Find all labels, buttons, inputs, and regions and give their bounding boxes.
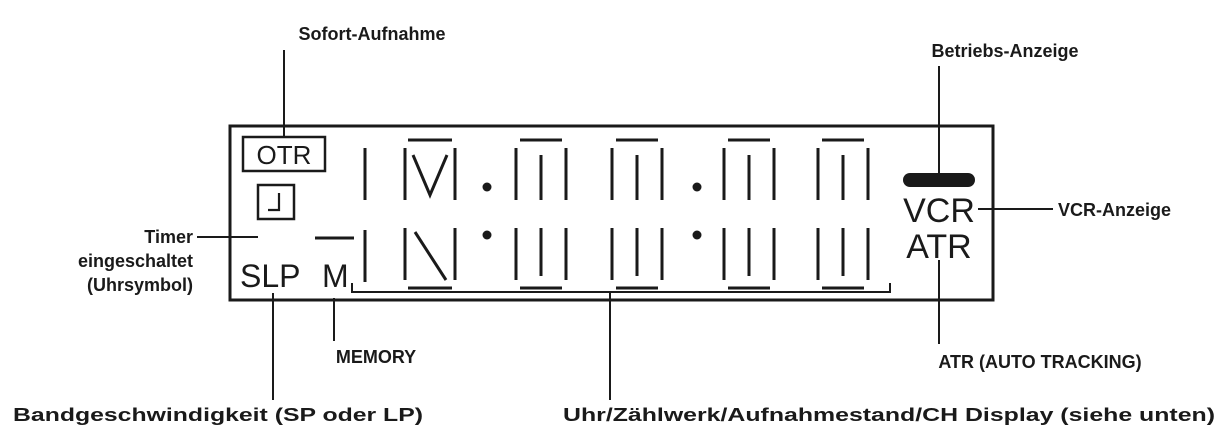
colon-separator <box>482 182 492 240</box>
digit-5 <box>722 138 776 290</box>
digit-4 <box>610 138 664 290</box>
vcr-callout-label: VCR-Anzeige <box>1058 200 1171 220</box>
memory-indicator: M <box>322 258 349 294</box>
tape-speed-callout-label: Bandgeschwindigkeit (SP oder LP) <box>13 405 423 425</box>
timer-callout-line3: (Uhrsymbol) <box>87 275 193 295</box>
atr-indicator: ATR <box>906 228 971 266</box>
otr-callout-label: Sofort-Aufnahme <box>299 24 446 44</box>
memory-callout-label: MEMORY <box>336 347 416 367</box>
clock-display-callout-label: Uhr/Zählwerk/Aufnahmestand/CH Display (s… <box>563 405 1215 425</box>
timer-callout-line1: Timer <box>144 227 193 247</box>
timer-callout-line2: eingeschaltet <box>78 251 193 271</box>
slp-indicator: SLP <box>240 258 300 294</box>
vcr-indicator: VCR <box>903 192 975 230</box>
digit-6 <box>816 138 870 290</box>
clock-display-bracket <box>351 283 891 293</box>
colon-separator <box>692 182 702 240</box>
otr-indicator-text: OTR <box>257 140 312 170</box>
operation-indicator-bar <box>903 173 975 187</box>
atr-callout-label: ATR (AUTO TRACKING) <box>938 352 1141 372</box>
timer-clock-icon <box>256 183 296 221</box>
betrieb-callout-label: Betriebs-Anzeige <box>931 41 1078 61</box>
digit-2 <box>403 138 457 290</box>
digit-3 <box>514 138 568 290</box>
